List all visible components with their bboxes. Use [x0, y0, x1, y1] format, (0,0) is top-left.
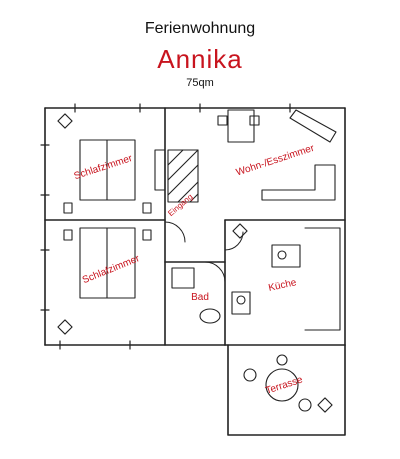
- bed-1: [63, 139, 152, 214]
- door-arcs: [164, 221, 244, 283]
- label-bad: Bad: [191, 292, 209, 303]
- kitchen-fixtures: [271, 227, 341, 331]
- sofa: [261, 109, 337, 201]
- apartment-name: Annika: [157, 44, 243, 74]
- label-eingang: Eingang: [166, 192, 194, 218]
- subtitle: Ferienwohnung: [144, 20, 256, 37]
- label-schlafzimmer-2: Schlafzimmer: [81, 253, 142, 286]
- label-wohn-esszimmer: Wohn-/Esszimmer: [235, 143, 317, 179]
- label-kueche: Küche: [267, 277, 297, 294]
- label-terrasse: Terrasse: [264, 374, 304, 396]
- area-label: 75qm: [186, 77, 214, 89]
- wardrobe: [154, 149, 199, 203]
- window-marks: [40, 103, 291, 350]
- terrace-furniture: [243, 354, 333, 413]
- label-schlafzimmer-1: Schlafzimmer: [73, 153, 135, 182]
- bed-2: [63, 227, 152, 299]
- bath-fixtures: [171, 267, 251, 324]
- small-furniture: [57, 109, 260, 335]
